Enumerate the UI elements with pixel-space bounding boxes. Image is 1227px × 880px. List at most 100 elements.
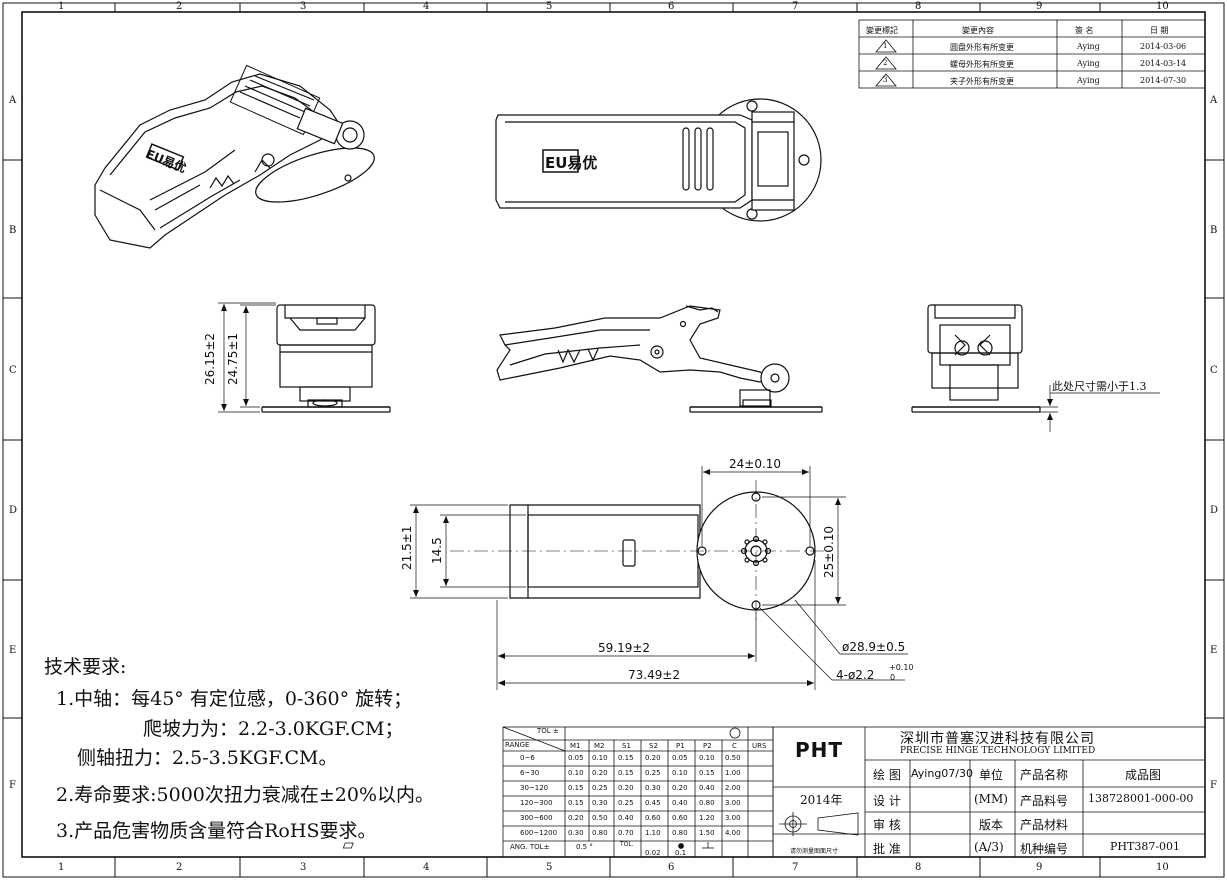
tol-corner-top: TOL ±: [537, 727, 559, 735]
tol-header-p1: P1: [676, 742, 685, 750]
tol-value-cell: 0.20: [645, 754, 661, 762]
tol-value-cell: 0.15: [699, 769, 715, 777]
title-year: 2014年: [800, 793, 843, 807]
label-draw: 绘 图: [873, 768, 901, 782]
zone-col-7: 7: [792, 1, 799, 12]
tol-value-cell: 0.30: [568, 829, 584, 837]
zone-col-9-bottom: 9: [1036, 862, 1043, 873]
rev-header-mark: 變更標記: [866, 26, 898, 35]
tol-value-cell: 0.30: [645, 784, 661, 792]
tol-value-cell: 3.00: [725, 799, 741, 807]
zone-row-a-right: A: [1210, 95, 1218, 106]
tol-value-cell: 0.10: [568, 769, 584, 777]
dim-height-total: 26.15±2: [203, 332, 217, 385]
label-model: 机种编号: [1020, 842, 1069, 856]
zone-col-2-bottom: 2: [176, 862, 183, 873]
tol-value-cell: 0.25: [592, 784, 608, 792]
tolerance-table-grid: [342, 726, 774, 858]
zone-col-1-bottom: 1: [58, 862, 65, 873]
zone-col-5: 5: [546, 1, 553, 12]
zone-col-3-bottom: 3: [300, 862, 307, 873]
tol-header-urs: URS: [752, 742, 767, 750]
tol-value-cell: 4.00: [725, 829, 741, 837]
dim-hole-tol-upper: +0.10: [889, 663, 914, 672]
front-view: [218, 302, 391, 413]
tol-flatness: 0.02: [645, 849, 661, 857]
zone-row-d-right: D: [1210, 505, 1219, 516]
rev-mark-1: 1: [883, 42, 888, 50]
rev-date-1: 2014-03-06: [1140, 42, 1187, 51]
tol-value-cell: 0.15: [618, 754, 634, 762]
tol-range-cell: 0~6: [520, 754, 535, 762]
rev-mark-3: 3: [883, 76, 888, 84]
zone-row-e: E: [9, 645, 17, 656]
label-unit: 单位: [979, 768, 1004, 782]
tol-angle-value: 0.5 °: [576, 843, 593, 851]
zone-col-9: 9: [1036, 1, 1043, 12]
tol-header-s1: S1: [622, 742, 631, 750]
rev-content-3: 夹子外形有所变更: [950, 77, 1014, 86]
tech-req-item-1: 1.中轴：每45° 有定位感，0-360° 旋转；: [56, 688, 413, 710]
tol-range-cell: 30~120: [520, 784, 549, 792]
tech-req-title: 技术要求:: [44, 656, 127, 678]
zone-row-c-right: C: [1210, 365, 1218, 376]
pht-logo: PHT: [795, 738, 844, 762]
label-version: 版本: [979, 818, 1004, 832]
tol-position: 0.1: [675, 849, 687, 857]
label-product-name: 产品名称: [1020, 768, 1069, 782]
company-name-cn: 深圳市普塞汉进科技有限公司: [900, 731, 1095, 747]
label-part-no: 产品料号: [1020, 794, 1069, 808]
zone-col-8-bottom: 8: [915, 862, 922, 873]
top-view: [495, 98, 822, 222]
tol-value-cell: 0.80: [672, 829, 688, 837]
label-material: 产品材料: [1020, 818, 1069, 832]
title-block-grid: [772, 726, 1206, 858]
zone-col-3: 3: [300, 1, 307, 12]
tol-value-cell: 0.15: [568, 799, 584, 807]
zone-col-6-bottom: 6: [668, 862, 675, 873]
tol-value-cell: 0.40: [699, 784, 715, 792]
tol-value-cell: 0.60: [672, 814, 688, 822]
tech-req-item-2: 2.寿命要求:5000次扭力衰减在±20%以内。: [56, 784, 435, 806]
revision-table-grid: [858, 19, 1206, 89]
zone-col-10: 10: [1156, 1, 1169, 12]
tol-label: TOL.: [620, 841, 634, 848]
rev-header-content: 變更內容: [962, 26, 994, 35]
zone-row-b: B: [9, 225, 17, 236]
side-gap-note: 此处尺寸需小于1.3: [1052, 380, 1147, 393]
dim-length-center: 59.19±2: [598, 641, 651, 655]
tol-range-cell: 6~30: [520, 769, 540, 777]
tol-value-cell: 0.80: [592, 829, 608, 837]
dim-disc-height: 25±0.10: [822, 525, 836, 578]
tol-value-cell: 0.80: [699, 799, 715, 807]
tol-range-cell: 300~600: [520, 814, 553, 822]
zone-col-10-bottom: 10: [1156, 862, 1169, 873]
value-product-name: 成品图: [1125, 768, 1162, 782]
zone-col-8: 8: [915, 1, 922, 12]
tol-value-cell: 3.00: [725, 814, 741, 822]
zone-row-c: C: [9, 365, 17, 376]
tol-header-p2: P2: [703, 742, 712, 750]
dim-height-body: 24.75±1: [226, 332, 240, 385]
label-approve: 批 准: [873, 842, 901, 856]
tech-req-item-1b: 爬坡力为：2.2-3.0KGF.CM；: [143, 718, 404, 740]
plan-view: [410, 466, 908, 690]
tol-value-cell: 1.20: [699, 814, 715, 822]
tol-value-cell: 0.10: [672, 769, 688, 777]
zone-col-5-bottom: 5: [546, 862, 553, 873]
tol-value-cell: 0.15: [568, 784, 584, 792]
tol-angle-label: ANG. TOL±: [510, 843, 550, 851]
tol-value-cell: 1.50: [699, 829, 715, 837]
tol-value-cell: 1.00: [725, 769, 741, 777]
tol-value-cell: 0.25: [618, 799, 634, 807]
tol-value-cell: 1.10: [645, 829, 661, 837]
rev-signer-1: Aying: [1077, 42, 1100, 51]
rev-signer-3: Aying: [1077, 76, 1100, 85]
tol-header-m2: M2: [594, 742, 605, 750]
side-view: [496, 305, 823, 413]
label-check: 审 核: [873, 818, 901, 832]
tol-value-cell: 0.20: [672, 784, 688, 792]
tol-value-cell: 0.50: [592, 814, 608, 822]
zone-row-b-right: B: [1210, 225, 1218, 236]
